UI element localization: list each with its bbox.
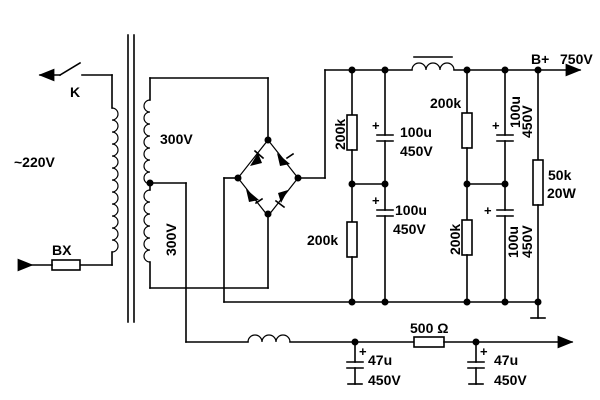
resistor-500-ohm xyxy=(413,336,445,348)
cap6-plus: + xyxy=(480,344,488,359)
cap2-plus: + xyxy=(372,193,380,208)
secondary-winding-upper xyxy=(143,99,151,185)
choke-bottom xyxy=(247,334,291,343)
res3-label: 200k xyxy=(430,95,461,111)
res1-label: 200k xyxy=(332,119,348,150)
cap6-voltage-label: 450V xyxy=(494,372,527,388)
secondary-windings xyxy=(143,77,269,343)
bleeder-resistor xyxy=(532,159,544,206)
secondary-upper-label: 300V xyxy=(160,131,193,147)
secondary-winding-lower xyxy=(143,189,151,263)
bridge-rectifier xyxy=(223,69,326,303)
cap1-plus: + xyxy=(372,118,380,133)
res-low-label: 500 Ω xyxy=(410,320,448,336)
cap4-plus: + xyxy=(484,203,492,218)
cap3-value-label: 100u xyxy=(507,96,523,128)
cap4-value-label: 100u xyxy=(505,226,521,258)
cap2-voltage-label: 450V xyxy=(393,221,426,237)
choke-top xyxy=(411,62,455,71)
bplus-voltage-label: 750V xyxy=(560,51,593,67)
fuse-label: BX xyxy=(52,242,72,258)
diode-d1 xyxy=(250,149,265,166)
transformer-core xyxy=(127,34,135,323)
resistor-r3 xyxy=(461,112,473,149)
fuse-bx xyxy=(51,259,81,271)
labels: K ~220V BX 300V 300V B+ 750V 200k 200k 2… xyxy=(14,51,593,388)
cap1-voltage-label: 450V xyxy=(400,143,433,159)
secondary-lower-label: 300V xyxy=(163,223,179,256)
cap5-value-label: 47u xyxy=(368,352,392,368)
resistor-r1 xyxy=(346,114,358,151)
res2-label: 200k xyxy=(307,232,338,248)
cap2-value-label: 100u xyxy=(395,202,427,218)
primary-circuit xyxy=(17,61,119,272)
bleeder-power-label: 20W xyxy=(547,185,577,201)
cap4-voltage-label: 450V xyxy=(519,225,535,258)
diode-d3 xyxy=(246,189,264,205)
cap3-plus: + xyxy=(492,118,500,133)
switch-k xyxy=(58,61,82,77)
diode-d4 xyxy=(274,190,288,209)
hv-filter xyxy=(223,56,582,319)
cap5-voltage-label: 450V xyxy=(368,372,401,388)
resistor-r2 xyxy=(346,221,358,258)
diode-d2 xyxy=(277,152,295,166)
switch-label: K xyxy=(70,84,80,100)
bleeder-value-label: 50k xyxy=(548,167,572,183)
lv-filter xyxy=(185,334,574,385)
cap6-value-label: 47u xyxy=(494,352,518,368)
res4-label: 200k xyxy=(447,224,463,255)
resistor-r4 xyxy=(461,219,473,256)
primary-winding xyxy=(111,107,119,253)
mains-label: ~220V xyxy=(14,154,56,170)
bplus-label: B+ xyxy=(531,51,549,67)
cap1-value-label: 100u xyxy=(400,124,432,140)
cap5-plus: + xyxy=(359,344,367,359)
cap3-voltage-label: 450V xyxy=(519,105,535,138)
